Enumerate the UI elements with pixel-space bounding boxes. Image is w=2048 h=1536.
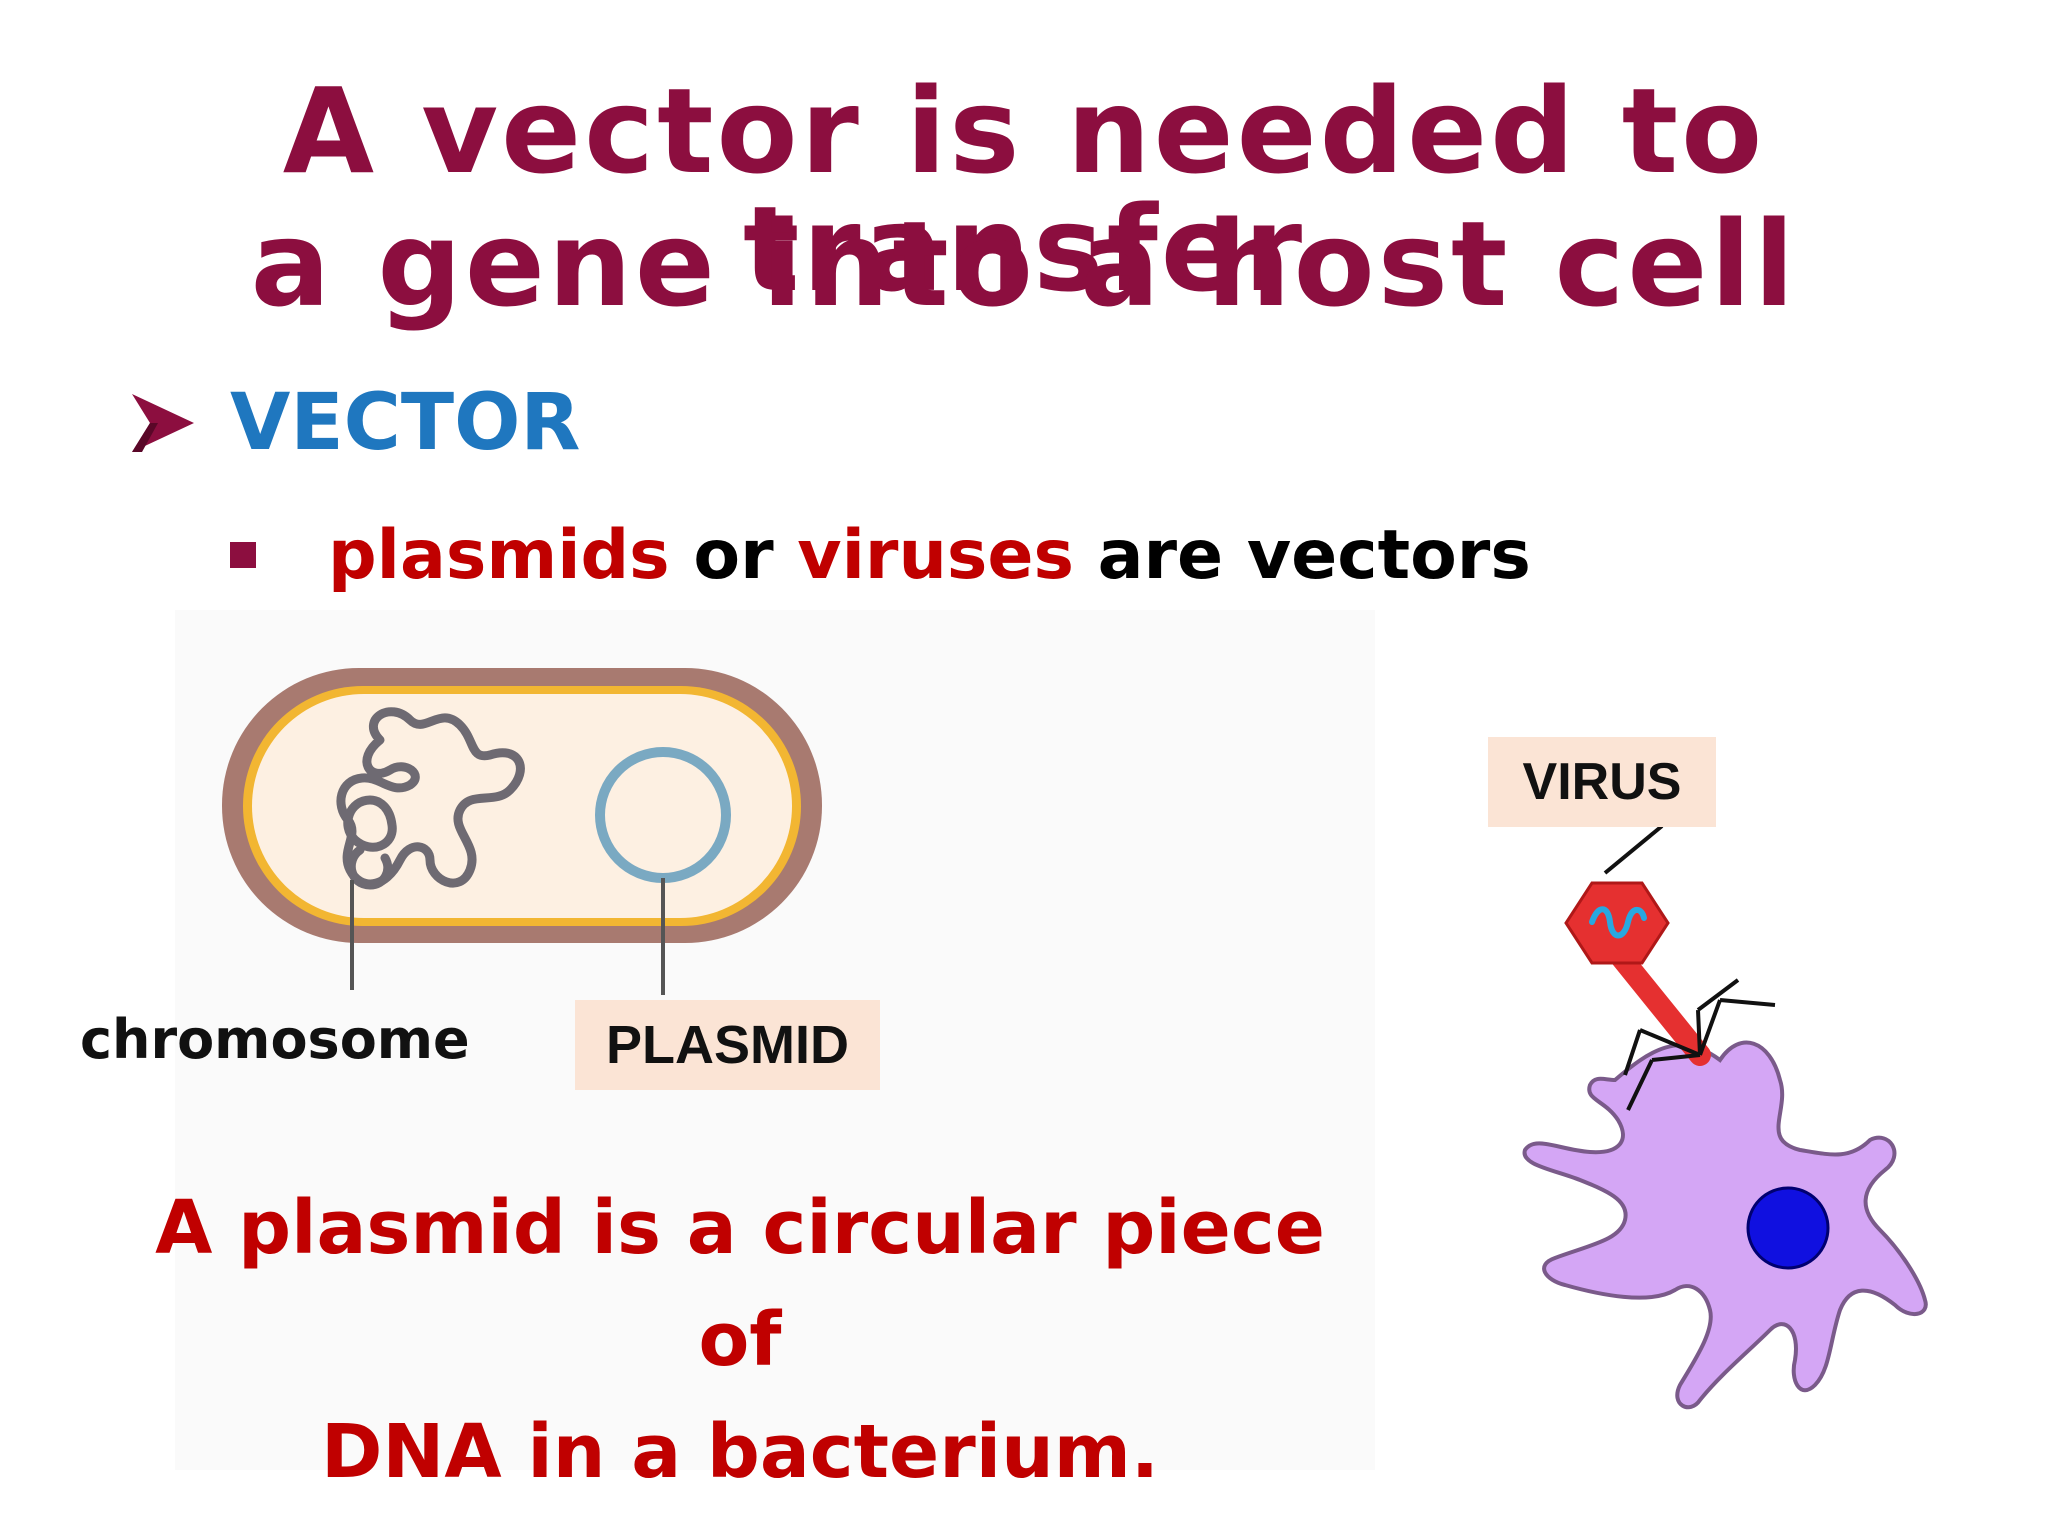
arrow-bullet-icon — [132, 394, 194, 452]
chromosome-label: chromosome — [80, 1008, 470, 1071]
bullet-vector: VECTOR — [128, 378, 580, 468]
host-cell-illustration — [1522, 1040, 1928, 1410]
or-text: or — [669, 515, 798, 595]
are-vectors-text: are vectors — [1073, 515, 1531, 595]
slide-title-line2: a gene into a host cell — [250, 195, 1798, 333]
plasmid-label-text: PLASMID — [606, 1015, 849, 1075]
chromosome-illustration — [336, 707, 525, 890]
viruses-text: viruses — [797, 515, 1074, 595]
bacterium-illustration — [222, 668, 822, 943]
vector-heading: VECTOR — [230, 378, 581, 468]
plasmid-definition-caption: A plasmid is a circular piece of DNA in … — [130, 1172, 1350, 1508]
virus-illustration — [1564, 881, 1776, 1111]
nucleus — [1746, 1186, 1830, 1270]
slide-title-line1: A vector is needed to transfer — [282, 62, 1766, 318]
caption-line1: A plasmid is a circular piece of — [155, 1185, 1325, 1383]
virus-label: VIRUS — [1488, 737, 1716, 827]
plasmid-label: PLASMID — [575, 1000, 880, 1090]
plasmids-text: plasmids — [328, 515, 670, 595]
square-bullet-icon — [230, 542, 256, 568]
caption-line2: DNA in a bacterium. — [321, 1409, 1159, 1495]
bullet-plasmids-viruses: plasmids or viruses are vectors — [230, 510, 1531, 600]
virus-label-text: VIRUS — [1522, 753, 1682, 811]
virus-pointer-line — [1603, 824, 1664, 875]
